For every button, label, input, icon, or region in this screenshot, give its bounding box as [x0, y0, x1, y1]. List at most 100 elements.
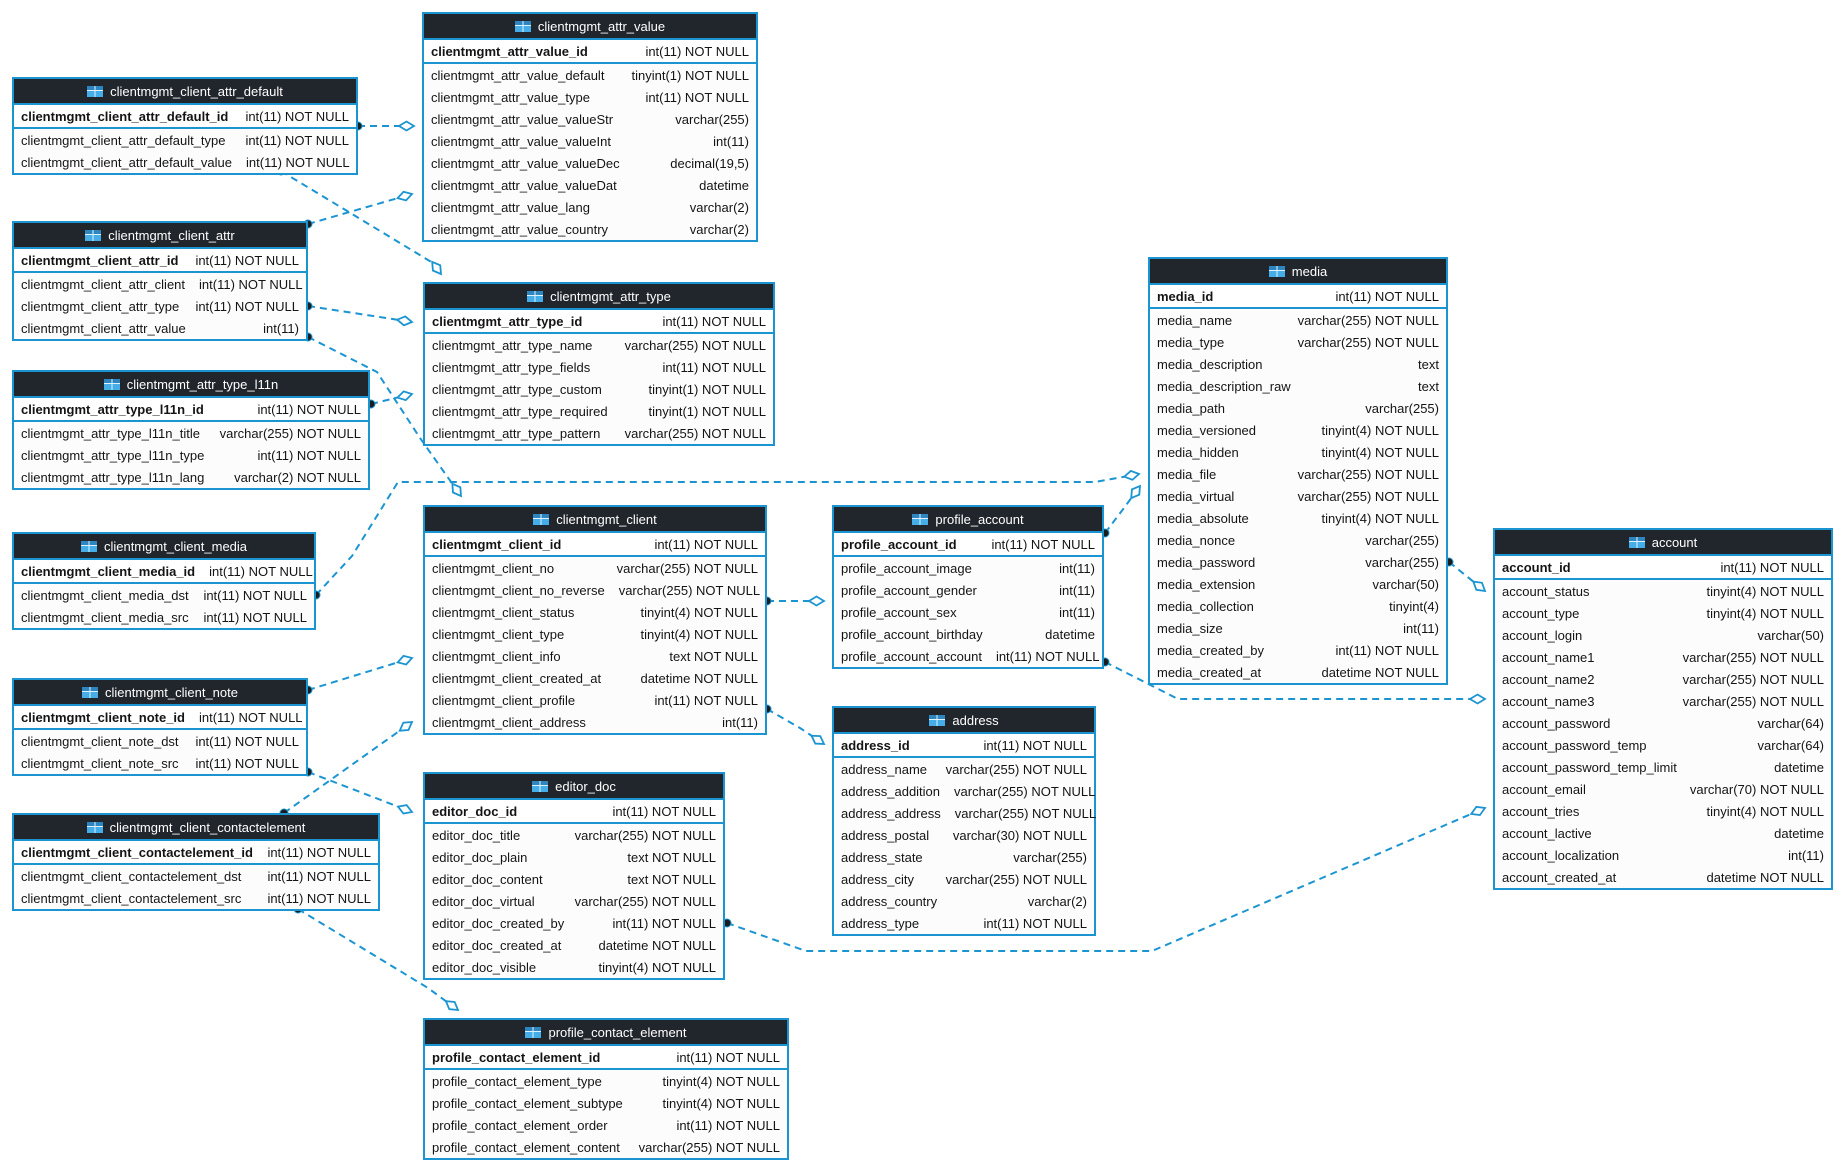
column-name: account_status	[1502, 583, 1590, 599]
column-type: varchar(50)	[1757, 627, 1824, 643]
column-type: int(11) NOT NULL	[245, 132, 349, 148]
relationship-line[interactable]	[1104, 661, 1485, 700]
table-grid-icon	[86, 821, 103, 833]
column-name: media_extension	[1157, 576, 1256, 592]
column-name: clientmgmt_attr_value_country	[431, 221, 609, 237]
column-type: int(11) NOT NULL	[676, 1117, 780, 1133]
column-type: int(11) NOT NULL	[199, 276, 303, 292]
relationship-line[interactable]	[307, 657, 413, 691]
column-name: media_file	[1157, 466, 1217, 482]
relationship-clientmgmt_client_note--editor_doc[interactable]	[303, 767, 414, 815]
column-name: editor_doc_content	[432, 871, 543, 887]
table-title: profile_account	[935, 511, 1024, 527]
column-name: profile_account_id	[841, 536, 957, 552]
column-name: media_created_by	[1157, 642, 1264, 658]
column-row: clientmgmt_client_attr_default_value int(…	[14, 151, 356, 173]
column-name: clientmgmt_attr_type_name	[432, 337, 593, 353]
column-type: int(11)	[1059, 582, 1095, 598]
column-type: int(11)	[1788, 847, 1824, 863]
relationship-line[interactable]	[283, 721, 413, 814]
column-name: address_address	[841, 805, 941, 821]
column-name: clientmgmt_client_no	[432, 560, 555, 576]
column-name: address_addition	[841, 783, 941, 799]
relation-target-diamond-icon	[451, 482, 463, 498]
table-header: clientmgmt_client	[425, 507, 765, 533]
table-profile_account[interactable]: profile_account profile_account_id int(11)…	[832, 505, 1104, 669]
relationship-clientmgmt_client_attr--clientmgmt_attr_type[interactable]	[303, 301, 414, 327]
column-name: account_tries	[1502, 803, 1580, 819]
column-name: clientmgmt_client_attr_default_value	[21, 154, 233, 170]
relationship-clientmgmt_client_attr--clientmgmt_attr_value[interactable]	[303, 190, 414, 229]
relationship-line[interactable]	[315, 473, 1140, 596]
relationship-line[interactable]	[297, 908, 459, 1011]
column-name: clientmgmt_client_attr_id	[21, 252, 179, 268]
relationship-clientmgmt_attr_type_l11n--clientmgmt_attr_type[interactable]	[366, 390, 414, 409]
relationship-clientmgmt_client--address[interactable]	[762, 704, 826, 745]
relation-target-diamond-icon	[396, 804, 414, 815]
column-type: int(11) NOT NULL	[246, 154, 350, 170]
relationship-clientmgmt_client_attr_default--clientmgmt_attr_value[interactable]	[353, 120, 416, 132]
table-title: clientmgmt_client_media	[103, 538, 248, 554]
column-name: media_id	[1157, 288, 1214, 304]
column-name: editor_doc_created_by	[432, 915, 565, 931]
column-name: clientmgmt_attr_type_fields	[432, 359, 591, 375]
relationship-line[interactable]	[726, 807, 1486, 952]
column-name: account_password_temp	[1502, 737, 1647, 753]
column-name: clientmgmt_client_address	[432, 714, 586, 730]
column-type: int(11)	[1403, 620, 1439, 636]
column-type: int(11) NOT NULL	[1720, 559, 1824, 575]
column-name: clientmgmt_attr_type_l11n_lang	[21, 469, 205, 485]
relationship-clientmgmt_client_note--clientmgmt_client[interactable]	[303, 654, 414, 695]
relationship-clientmgmt_client--profile_account[interactable]	[762, 595, 826, 607]
relationship-line[interactable]	[307, 305, 413, 323]
relationship-line[interactable]	[307, 771, 413, 813]
relationship-editor_doc--account[interactable]	[722, 805, 1487, 952]
relationship-profile_account--media[interactable]	[1100, 484, 1142, 538]
relationship-line[interactable]	[307, 336, 462, 497]
relationship-media--account[interactable]	[1444, 557, 1487, 593]
table-grid-icon	[1628, 536, 1645, 548]
relationship-line[interactable]	[766, 708, 825, 745]
table-grid-icon	[87, 85, 104, 97]
column-type: tinyint(1) NOT NULL	[648, 381, 766, 397]
relationship-line[interactable]	[307, 193, 413, 225]
column-name: clientmgmt_client_attr_type	[21, 298, 180, 314]
table-header: editor_doc	[425, 774, 723, 800]
